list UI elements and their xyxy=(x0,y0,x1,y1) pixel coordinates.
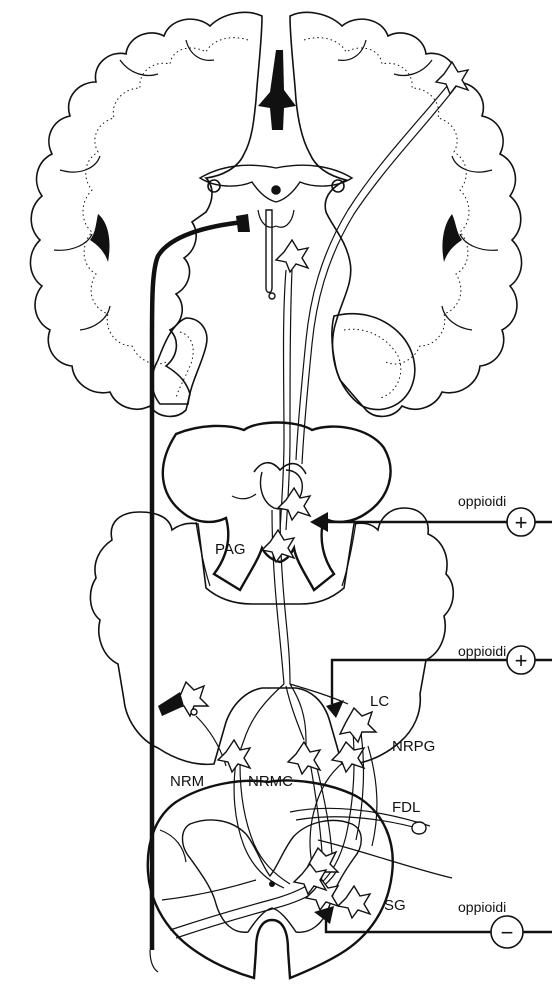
left-sulci xyxy=(54,40,214,330)
nrm-neuron xyxy=(218,740,250,772)
central-fissure xyxy=(258,50,296,130)
right-hemisphere-outline xyxy=(290,12,522,416)
label-lc: LC xyxy=(370,693,389,710)
cortical-tract-terminal xyxy=(236,214,250,232)
cortical-fiber-outer xyxy=(296,80,452,460)
opioid-sign-2: + xyxy=(515,648,528,673)
label-pag: PAG xyxy=(215,541,246,558)
opioid-label-2: oppioidi xyxy=(458,643,506,659)
cortical-thick-tract xyxy=(152,222,244,950)
left-tract-wedge xyxy=(158,692,184,716)
right-cortex-dotted xyxy=(304,38,469,364)
left-cortex-dotted xyxy=(83,38,248,364)
nrmc-neuron xyxy=(288,742,320,774)
structure-labels: PAG LC NRPG NRM NRMC FDL SG xyxy=(170,541,435,914)
label-fdl: FDL xyxy=(392,799,420,816)
left-temporal-lobe xyxy=(152,318,207,404)
third-ventricle-stem xyxy=(266,210,272,293)
right-temporal-lobe xyxy=(332,314,415,410)
left-hemisphere-outline xyxy=(30,12,262,416)
sg-neuron xyxy=(338,886,370,918)
opioid-arrowhead-1 xyxy=(310,512,328,532)
hypothalamic-neuron xyxy=(276,240,308,272)
grey-matter-outline xyxy=(183,820,362,932)
opioid-arrowhead-3 xyxy=(314,906,334,924)
cortical-neuron xyxy=(436,62,468,94)
cortical-fiber-inner xyxy=(302,84,458,464)
label-sg: SG xyxy=(384,897,406,914)
label-nrmc: NRMC xyxy=(248,773,293,790)
opioid-arrow-line-3 xyxy=(326,918,491,932)
lc-neuron xyxy=(340,708,376,742)
midbrain-section xyxy=(163,423,391,591)
opioid-input-2: oppioidi + xyxy=(326,643,552,718)
midbrain-outline xyxy=(163,423,391,591)
opioid-input-1: oppioidi + xyxy=(310,493,552,536)
label-nrm: NRM xyxy=(170,773,204,790)
opioid-sign-3: − xyxy=(501,920,514,945)
right-sulci xyxy=(338,40,498,330)
opioid-label-3: oppioidi xyxy=(458,899,506,915)
fdl-afferent-neuron xyxy=(412,822,426,834)
opioid-label-1: oppioidi xyxy=(458,493,506,509)
right-ventricle xyxy=(442,214,462,262)
label-nrpg: NRPG xyxy=(392,738,435,755)
corpus-callosum xyxy=(200,165,352,202)
opioid-sign-1: + xyxy=(515,510,528,535)
left-ventricle xyxy=(90,214,110,262)
opioid-arrowhead-2 xyxy=(326,700,344,718)
